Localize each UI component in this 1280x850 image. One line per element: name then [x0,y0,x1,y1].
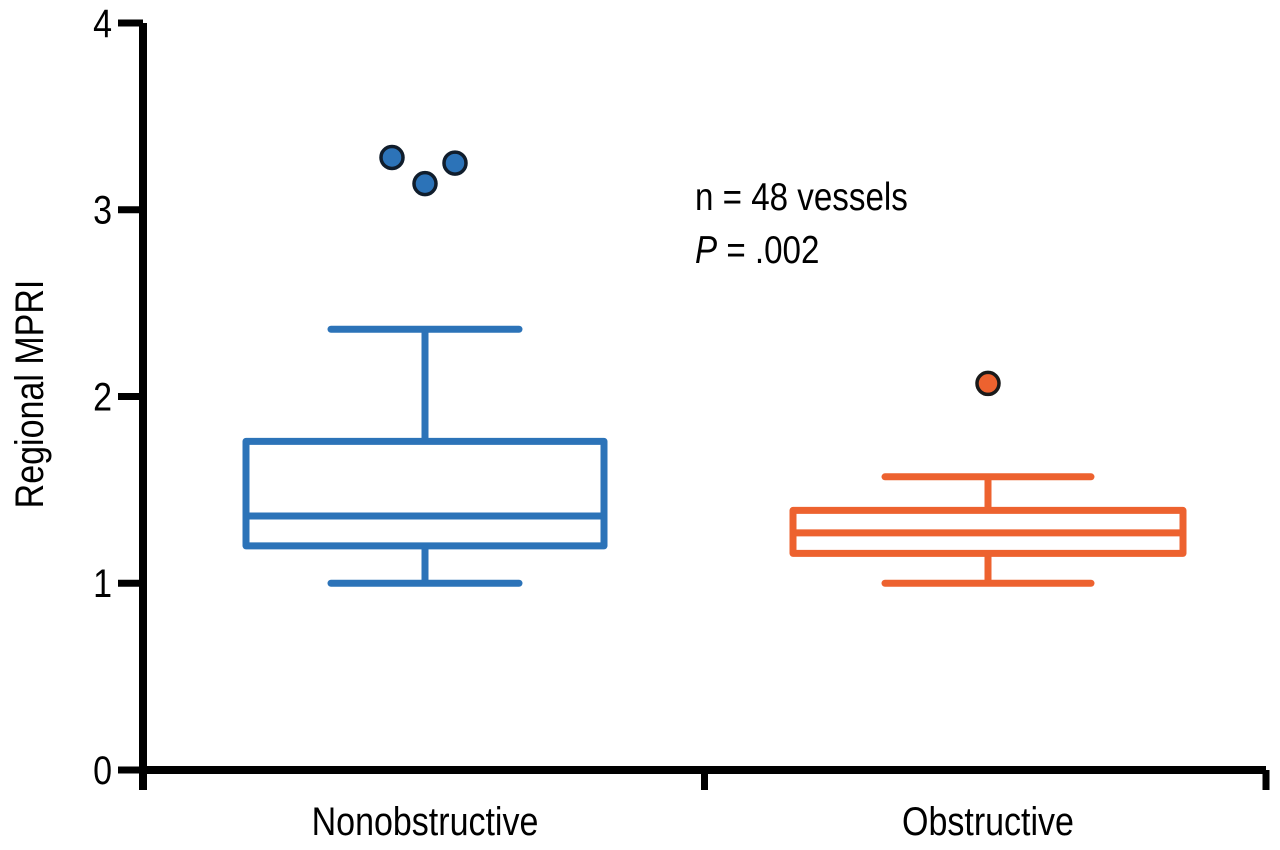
outlier-dot-obstructive [975,370,1001,397]
y-axis-title-text: Regional MPRI [8,279,52,509]
y-axis-title: Regional MPRI [8,259,52,528]
annotation-p-value: P = .002 [695,225,908,278]
outlier-dot-nonobstructive [379,144,405,171]
y-tick-label: 2 [93,374,112,419]
iqr-box-nonobstructive [242,437,608,550]
y-tick-label: 1 [93,561,112,606]
y-tick-label: 0 [93,747,112,792]
outlier-dot-nonobstructive [412,170,438,197]
category-label-obstructive: Obstructive [902,800,1074,844]
annotation-p-number: = .002 [717,228,820,272]
y-tick-label: 3 [93,187,112,232]
annotation-block: n = 48 vessels P = .002 [695,172,908,277]
annotation-n-vessels: n = 48 vessels [695,176,908,219]
outlier-dot-nonobstructive [442,150,468,176]
annotation-p-symbol: P [695,228,718,272]
category-label-nonobstructive: Nonobstructive [311,800,539,844]
y-tick-label: 4 [93,0,112,45]
